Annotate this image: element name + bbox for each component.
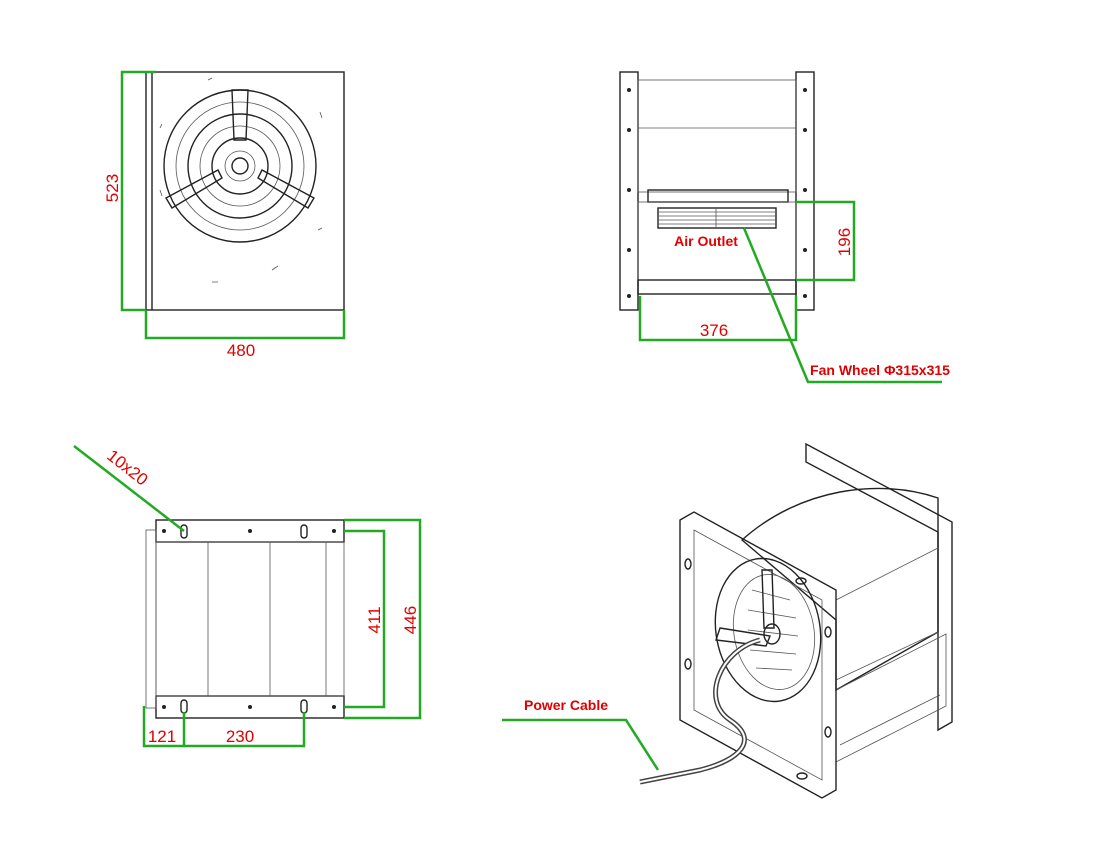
fan-wheel-leader: Fan Wheel Φ315x315 [742,227,950,384]
bottom-spacing-value: 230 [226,727,254,746]
front-width-value: 480 [227,341,255,360]
bottom-horizontal-dimensions: 121 230 [142,706,306,748]
front-view: 523 480 [103,70,346,360]
side-width-dimension: 376 [638,296,798,342]
front-view-wheel [159,77,323,283]
slot-leader: 10x20 [73,445,185,532]
isometric-front-flange [679,511,837,799]
front-height-value: 523 [103,174,122,202]
side-height-dimension: 196 [796,200,856,282]
bottom-offset-value: 121 [148,727,176,746]
side-width-value: 376 [700,321,728,340]
bottom-outer-value: 446 [401,606,420,634]
air-outlet-grille [657,207,777,229]
side-height-value: 196 [835,228,854,256]
bottom-view: 10x20 411 446 121 230 [73,445,422,748]
bottom-inner-dimension: 411 [344,529,386,709]
power-cable-leader: Power Cable [502,697,660,771]
air-outlet-label: Air Outlet [674,233,738,249]
front-width-dimension: 480 [144,310,346,360]
slot-size-label: 10x20 [103,446,151,489]
side-view: Air Outlet 196 376 Fan Wheel Φ315x315 [619,71,950,384]
bottom-outer-dimension: 446 [344,518,422,720]
power-cable-label: Power Cable [524,697,608,713]
isometric-view: Power Cable [502,442,953,799]
front-view-housing [145,71,345,311]
isometric-fan-wheel [714,557,822,703]
fan-wheel-label: Fan Wheel Φ315x315 [810,362,950,378]
front-height-dimension: 523 [103,70,156,312]
bottom-inner-value: 411 [365,606,384,633]
